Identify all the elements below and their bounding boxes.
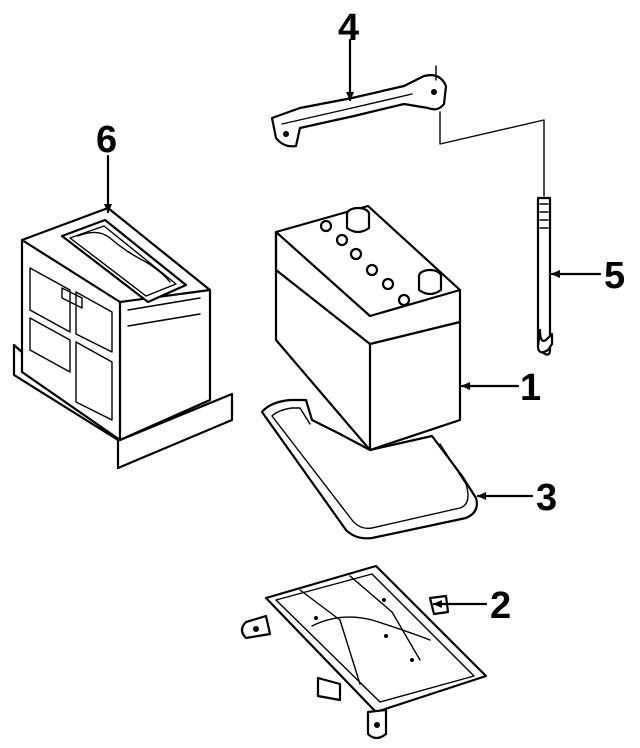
callout-3: 3 bbox=[536, 477, 557, 519]
battery-tray-part bbox=[240, 564, 488, 740]
battery-tray-liner-part bbox=[260, 398, 478, 540]
callout-leaders bbox=[104, 38, 602, 608]
callout-5: 5 bbox=[604, 255, 625, 297]
callout-6: 6 bbox=[96, 119, 117, 161]
hold-down-clamp-part bbox=[270, 65, 545, 197]
callout-4: 4 bbox=[338, 7, 359, 49]
j-bolt-part bbox=[536, 196, 554, 356]
callout-1: 1 bbox=[520, 367, 541, 409]
callout-2: 2 bbox=[490, 585, 511, 627]
battery-part bbox=[274, 204, 462, 452]
battery-cover-part bbox=[12, 206, 234, 470]
